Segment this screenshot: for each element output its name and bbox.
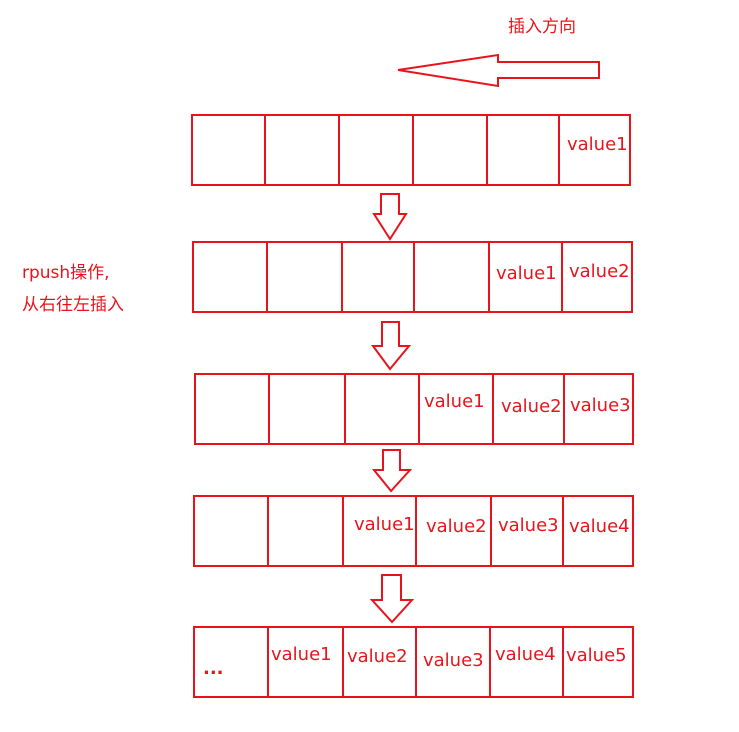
cell-value: value2 (501, 396, 562, 417)
cell-value: value2 (347, 646, 408, 667)
insert-direction-arrow-icon (397, 53, 600, 88)
cell-value: value1 (354, 514, 415, 535)
list-row-4: value1 value2 value3 value4 (193, 495, 634, 567)
list-cell (490, 243, 563, 311)
list-cell (344, 497, 417, 565)
list-cell (491, 628, 564, 696)
list-cell (417, 628, 491, 696)
list-row-1: value1 (191, 114, 631, 186)
list-row-5: ... value1 value2 value3 value4 value5 (193, 626, 634, 698)
down-arrow-icon (372, 193, 408, 241)
list-cell (494, 375, 565, 443)
list-cell (563, 243, 633, 311)
cell-value: value5 (566, 645, 627, 666)
list-cell (269, 628, 344, 696)
list-row-2: value1 value2 (192, 241, 633, 313)
list-cell (415, 243, 490, 311)
list-cell (266, 116, 340, 184)
cell-value: value1 (567, 134, 628, 155)
list-cell (420, 375, 494, 443)
list-cell (565, 375, 634, 443)
list-cell (270, 375, 346, 443)
list-cell (417, 497, 492, 565)
list-cell (340, 116, 414, 184)
down-arrow-icon (371, 321, 412, 371)
list-cell (343, 243, 415, 311)
list-cell (269, 497, 344, 565)
list-cell (346, 375, 420, 443)
cell-value: value2 (426, 516, 487, 537)
list-cell (492, 497, 564, 565)
list-cell (195, 628, 269, 696)
list-cell (196, 375, 270, 443)
list-cell (564, 628, 634, 696)
down-arrow-icon (369, 574, 415, 624)
list-cell (268, 243, 343, 311)
list-cell (564, 497, 634, 565)
cell-value: value3 (570, 395, 631, 416)
cell-value: value4 (569, 516, 630, 537)
list-cell (344, 628, 417, 696)
list-cell (193, 116, 266, 184)
cell-value: value2 (569, 261, 630, 282)
list-cell (195, 497, 269, 565)
list-cell (414, 116, 488, 184)
side-note-line1: rpush操作, (22, 263, 110, 283)
list-cell (194, 243, 268, 311)
list-cell (560, 116, 631, 184)
cell-ellipsis: ... (203, 658, 224, 679)
list-cell (488, 116, 560, 184)
list-row-3: value1 value2 value3 (194, 373, 634, 445)
cell-value: value1 (424, 391, 485, 412)
cell-value: value1 (496, 263, 557, 284)
cell-value: value1 (271, 644, 332, 665)
cell-value: value3 (423, 650, 484, 671)
cell-value: value4 (495, 644, 556, 665)
down-arrow-icon (371, 449, 413, 493)
cell-value: value3 (498, 515, 559, 536)
side-note-line2: 从右往左插入 (22, 295, 124, 315)
insert-direction-label: 插入方向 (508, 17, 576, 37)
